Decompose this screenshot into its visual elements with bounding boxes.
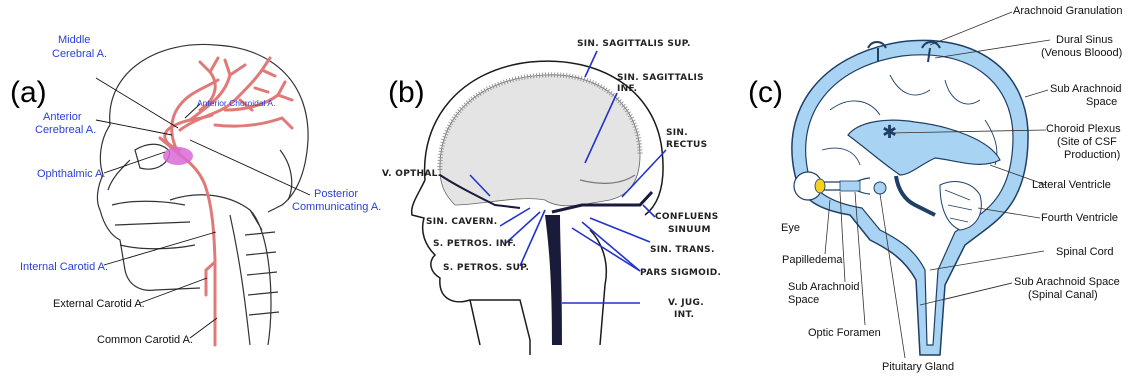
label-confluens-1: CONFLUENS	[655, 212, 719, 222]
label-v-jug-1: V. JUG.	[668, 298, 704, 308]
pituitary	[874, 182, 886, 194]
label-internal-carotid: Internal Carotid A.	[20, 261, 108, 273]
panel-b: (b) SIN.	[382, 39, 721, 355]
label-v-opthal: V. OPTHAL.	[382, 169, 441, 179]
label-sub-arachnoid-spinal-1: Sub Arachnoid Space	[1014, 276, 1120, 288]
label-posterior-communicating-2: Communicating A.	[292, 201, 381, 213]
label-dural-sinus-1: Dural Sinus	[1056, 34, 1113, 46]
label-sin-trans: SIN. TRANS.	[650, 245, 715, 255]
label-common-carotid: Common Carotid A.	[97, 334, 193, 346]
label-s-petros-sup: S. PETROS. SUP.	[443, 263, 529, 273]
label-dural-sinus-2: (Venous Bloood)	[1041, 47, 1122, 59]
label-anterior-cerebral-1: Anterior	[43, 111, 82, 123]
label-sub-arachnoid-left-1: Sub Arachnoid	[788, 281, 860, 293]
choroid-plexus-star: ✱	[882, 122, 897, 142]
label-choroid-plexus-2: (Site of CSF	[1057, 136, 1117, 148]
label-sin-rectus-1: SIN.	[666, 128, 688, 138]
label-choroid-plexus-1: Choroid Plexus	[1046, 123, 1121, 135]
label-anterior-cerebral-2: Cerebreal A.	[35, 124, 96, 136]
panel-a-letter: (a)	[10, 76, 47, 109]
label-sin-sagittalis-inf-2: INF.	[617, 84, 637, 94]
label-sub-arachnoid-right-1: Sub Arachnoid	[1050, 83, 1122, 95]
label-sin-rectus-2: RECTUS	[666, 140, 707, 150]
label-optic-foramen: Optic Foramen	[808, 327, 881, 339]
label-lateral-ventricle: Lateral Ventricle	[1032, 179, 1111, 191]
label-sub-arachnoid-left-2: Space	[788, 294, 819, 306]
papilledema-disc	[815, 179, 825, 193]
panel-c-letter: (c)	[748, 76, 783, 109]
label-pituitary-gland: Pituitary Gland	[882, 361, 954, 373]
label-ophthalmic: Ophthalmic A.	[37, 168, 105, 180]
label-confluens-2: SINUUM	[668, 225, 711, 235]
label-choroid-plexus-3: Production)	[1064, 149, 1120, 161]
label-arachnoid-granulation: Arachnoid Granulation	[1013, 5, 1122, 17]
label-sin-sagittalis-inf-1: SIN. SAGITTALIS	[617, 73, 704, 83]
ophthalmic-highlight	[163, 147, 193, 165]
label-s-petros-inf: S. PETROS. INF.	[433, 239, 516, 249]
label-fourth-ventricle: Fourth Ventricle	[1041, 212, 1118, 224]
label-external-carotid: External Carotid A.	[53, 298, 145, 310]
label-sin-sagittalis-sup: SIN. SAGITTALIS SUP.	[577, 39, 691, 49]
label-sub-arachnoid-spinal-2: (Spinal Canal)	[1028, 289, 1098, 301]
jugular-vein	[545, 215, 562, 345]
label-sin-cavern: SIN. CAVERN.	[426, 217, 497, 227]
label-papilledema: Papilledema	[782, 254, 843, 266]
label-middle-cerebral-2: Cerebral A.	[52, 48, 107, 60]
label-middle-cerebral-1: Middle	[58, 34, 90, 46]
optic-sheath	[840, 181, 860, 191]
label-pars-sigmoid: PARS SIGMOID.	[640, 268, 721, 278]
panel-c: (c) ✱	[748, 5, 1122, 373]
label-anterior-choroidal: Anterior Choroidal A.	[197, 98, 275, 108]
label-eye: Eye	[781, 222, 800, 234]
panel-a: (a)	[10, 34, 381, 346]
panel-b-letter: (b)	[388, 76, 425, 109]
label-v-jug-2: INT.	[674, 310, 694, 320]
label-spinal-cord: Spinal Cord	[1056, 246, 1113, 258]
label-posterior-communicating-1: Posterior	[314, 188, 358, 200]
label-sub-arachnoid-right-2: Space	[1086, 96, 1117, 108]
